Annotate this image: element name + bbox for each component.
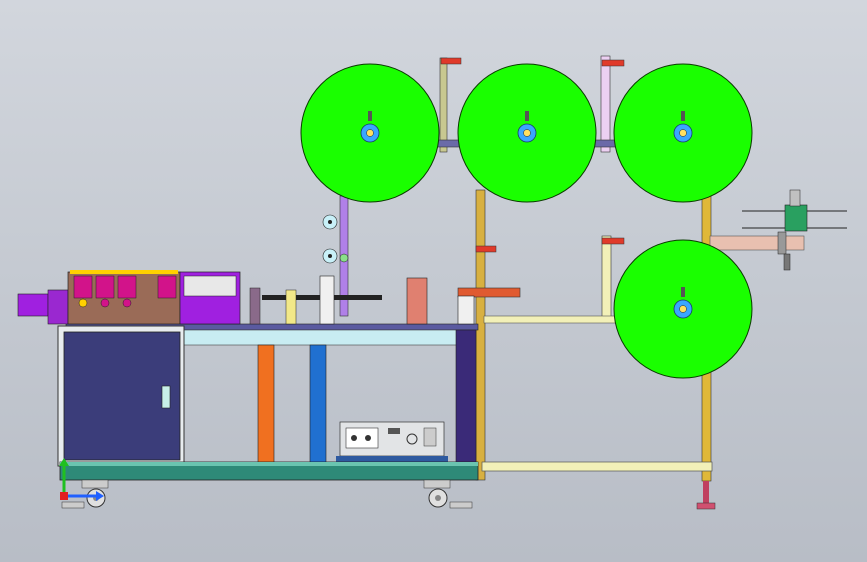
control-box [336,421,448,462]
frame-beam-bottom [481,461,713,472]
frame-column-gold-main [475,189,486,481]
casters [61,479,716,510]
roll-4 [613,239,753,379]
top-bracket-2 [601,59,625,67]
tension-rollers [322,214,349,264]
roll-1-core [366,129,374,137]
leveling-foot-left [61,501,85,509]
roll-3 [613,63,753,203]
frame-column-yellow-mid [601,235,612,321]
roll-2-brake-knob [525,111,529,121]
ear-loop-welder [249,275,475,325]
caster-left [81,479,109,508]
mid-bracket-2 [601,237,625,245]
cabinet [57,325,185,467]
forming-module [17,270,241,325]
drive-motor [17,293,49,317]
cabinet-door-handle [161,385,171,409]
material-rolls [300,63,753,379]
frame-column-olive [439,57,448,153]
leveling-foot-right-stem [703,481,709,503]
leveling-foot-mid [449,501,473,509]
leg-purple-right [455,329,477,477]
leveling-foot-right [696,502,716,510]
frame-beam-mid [483,315,617,324]
roll-3-brake-knob [681,111,685,121]
roll-4-brake-knob [681,287,685,297]
roll-3-core [679,129,687,137]
roll-4-core [679,305,687,313]
roll-1-brake-knob [368,111,372,121]
table-legs [257,329,477,477]
leg-orange [257,344,275,464]
roll-1 [300,63,440,203]
red-brackets [440,57,625,298]
feeder-plate [457,287,521,298]
top-bracket-1 [440,57,462,65]
caster-right [423,479,451,508]
nose-wire-feeder [742,189,847,271]
base-frame [59,461,479,481]
cabinet-door [63,331,181,461]
frame-arm-right [709,235,805,251]
roll-2 [457,63,597,203]
leg-blue [309,344,327,464]
coordinate-axis-triad [59,458,104,501]
mid-bracket-1 [475,245,497,253]
table-plate-light [179,329,461,346]
frame-column-pink [600,55,611,153]
roll-2-core [523,129,531,137]
